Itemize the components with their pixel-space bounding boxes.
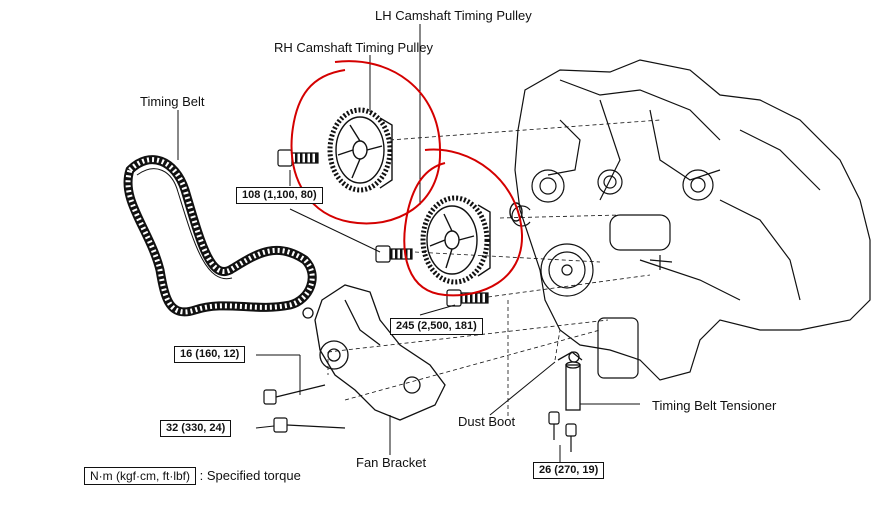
bolt-rh-pulley (277, 149, 319, 167)
rh-camshaft-pulley-drawing (327, 107, 393, 193)
torque-legend: N·m (kgf·cm, ft·lbf) : Specified torque (84, 467, 301, 485)
torque-spec-26: 26 (270, 19) (533, 462, 605, 479)
bolt-fan-bracket-long (263, 384, 326, 405)
bolt-tensioner-2 (565, 423, 577, 452)
legend-units: N·m (kgf·cm, ft·lbf) (84, 467, 196, 485)
torque-spec-16: 16 (160, 12) (174, 346, 246, 363)
timing-belt-label: Timing Belt (140, 94, 205, 109)
lh-camshaft-pulley-drawing (420, 195, 523, 285)
markup-circle-rh (290, 60, 442, 225)
legend-text: : Specified torque (199, 468, 301, 483)
torque-spec-108: 108 (1,100, 80) (236, 187, 323, 204)
bolt-crank (446, 289, 489, 307)
alignment-lines (327, 119, 661, 420)
dust-boot-label: Dust Boot (458, 414, 516, 429)
fan-bracket-drawing (302, 284, 446, 421)
fan-bracket-label: Fan Bracket (356, 455, 427, 470)
tensioner-label: Timing Belt Tensioner (652, 398, 777, 413)
lh-camshaft-pulley-label: LH Camshaft Timing Pulley (375, 8, 532, 23)
engine-block (511, 59, 871, 381)
timing-belt-drawing (123, 155, 317, 317)
bolt-fan-bracket-short (273, 417, 346, 433)
torque-spec-245: 245 (2,500, 181) (390, 318, 483, 335)
bolts (263, 149, 577, 452)
markup-circles (290, 60, 524, 297)
rh-camshaft-pulley-label: RH Camshaft Timing Pulley (274, 40, 433, 55)
tensioner-drawing (557, 351, 583, 411)
markup-circle-lh (403, 148, 524, 297)
leader-lines (177, 24, 640, 463)
torque-spec-32: 32 (330, 24) (160, 420, 232, 437)
bolt-tensioner-1 (548, 411, 560, 440)
